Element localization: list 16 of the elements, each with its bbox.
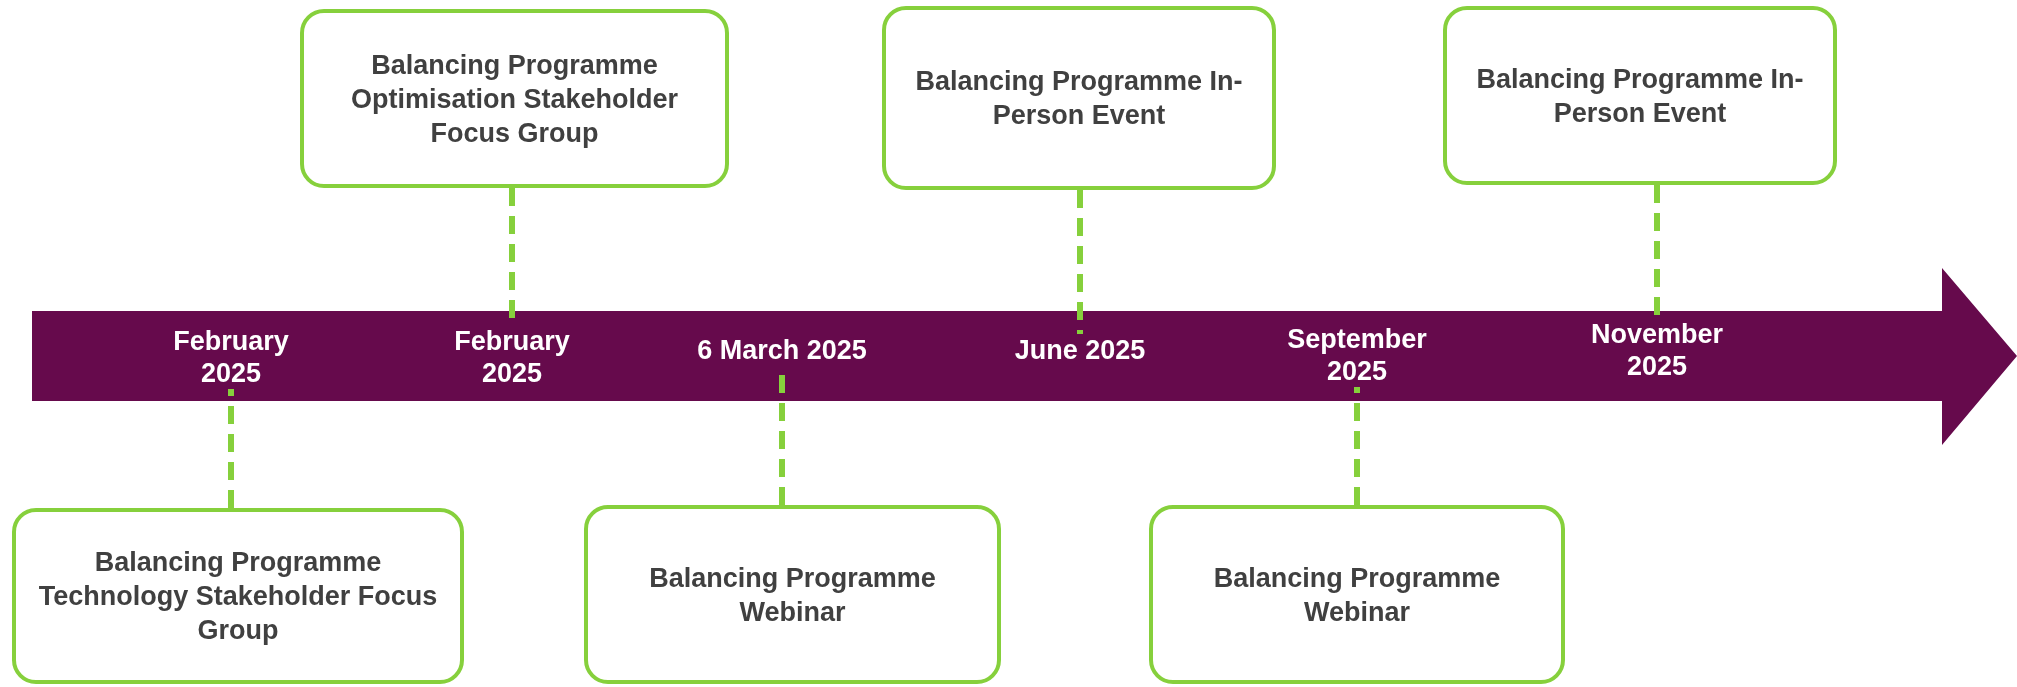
event-box: Balancing Programme Webinar (584, 505, 1001, 684)
date-label: 6 March 2025 (692, 334, 872, 366)
dashed-connector (1354, 387, 1360, 505)
date-label: February 2025 (141, 325, 321, 389)
event-box: Balancing Programme Technology Stakeholder Focus Group (12, 508, 464, 684)
event-box: Balancing Programme Optimisation Stakeholder Focus Group (300, 9, 729, 188)
dashed-connector (228, 389, 234, 508)
event-box: Balancing Programme Webinar (1149, 505, 1565, 684)
event-box: Balancing Programme In-Person Event (882, 6, 1276, 190)
date-label: November 2025 (1567, 318, 1747, 382)
dashed-connector (1654, 185, 1660, 318)
event-box: Balancing Programme In-Person Event (1443, 6, 1837, 185)
date-label: June 2025 (990, 334, 1170, 366)
dashed-connector (1077, 190, 1083, 334)
date-label: February 2025 (422, 325, 602, 389)
date-label: September 2025 (1267, 323, 1447, 387)
